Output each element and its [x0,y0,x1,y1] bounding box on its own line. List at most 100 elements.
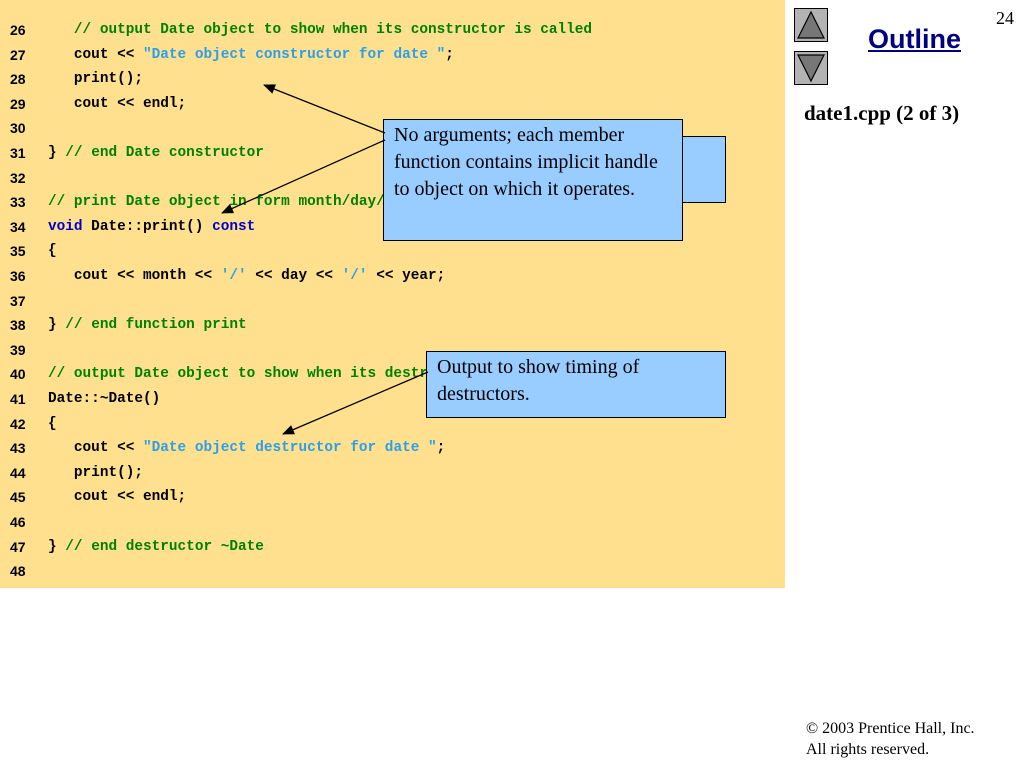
callout-destructor-text: Output to show timing of destructors. [437,356,640,405]
code-token-plain: cout << [48,440,143,457]
code-token-keyword: const [212,218,256,235]
code-panel: 26 // output Date object to show when it… [0,0,785,588]
code-token-plain: cout << endl; [48,95,187,112]
next-slide-button[interactable] [794,51,828,85]
line-number: 29 [10,95,26,112]
callout-member-function-text: No arguments; each member function conta… [394,124,658,200]
line-number: 36 [10,268,26,284]
line-number: 26 [10,22,26,38]
code-token-plain: print(); [48,464,143,481]
code-token-string: "Date object destructor for date " [143,440,437,457]
file-label: date1.cpp (2 of 3) [804,101,960,125]
copyright-line-2: All rights reserved. [806,741,930,758]
line-number: 45 [10,489,26,506]
line-number: 39 [10,341,26,358]
copyright-line-1: © 2003 Prentice Hall, Inc. [806,718,975,739]
code-text: print(); [48,461,143,486]
code-token-plain: { [48,415,57,432]
line-number: 46 [10,514,26,530]
code-token-plain: } [48,538,66,555]
line-number: 41 [10,391,26,407]
code-text: // output Date object to show when its c… [48,18,592,43]
line-number: 38 [10,317,26,334]
code-text: { [48,412,57,437]
code-token-string: "Date object constructor for date " [143,46,446,63]
code-token-keyword: void [48,218,83,235]
line-number: 37 [10,292,26,309]
code-token-plain: Date::~Date() [48,391,161,407]
code-token-comment: // print Date object in form month/day/y… [48,194,420,211]
code-line: 38} // end function print [0,313,785,338]
code-line: 48 [0,559,785,584]
page-number: 24 [996,8,1014,28]
code-text: Date::~Date() [48,387,160,412]
line-number: 31 [10,145,26,161]
code-text: } // end destructor ~Date [48,535,264,560]
copyright-notice: © 2003 Prentice Hall, Inc. All rights re… [806,718,975,760]
code-token-plain: cout << [48,46,143,63]
code-line: 42 { [0,412,785,437]
code-line: 47 } // end destructor ~Date [0,535,785,560]
outline-link[interactable]: Outline [868,24,961,54]
code-token-plain: << year; [367,268,446,284]
callout-destructor: Output to show timing of destructors. [426,351,726,418]
line-number: 30 [10,120,26,137]
code-token-plain: ; [445,46,454,63]
triangle-up-icon [797,10,825,39]
code-token-plain: { [48,243,57,260]
code-token-plain: } [48,317,66,334]
line-number: 40 [10,366,26,383]
callout-member-function: No arguments; each member function conta… [383,119,683,241]
code-text: } // end Date constructor [48,141,264,166]
code-token-plain: cout << endl; [48,489,187,506]
code-line: 44 print(); [0,461,785,486]
triangle-down-icon [797,54,825,83]
code-line: 37 [0,289,785,314]
code-line: 39 [0,338,785,363]
line-number: 44 [10,464,26,481]
code-token-plain: ; [436,440,446,457]
copyright-symbol: © [806,720,819,737]
code-text: cout << endl; [48,485,186,510]
code-line: 34 void Date::print() const [0,215,785,240]
previous-slide-button[interactable] [794,8,828,42]
code-token-plain: cout << month << [48,268,221,284]
code-token-string: '/' [220,268,247,284]
code-token-plain: << day << [246,268,342,284]
code-text: print(); [48,67,143,92]
line-number: 27 [10,46,26,63]
code-text: cout << month << '/' << day << '/' << ye… [48,264,445,289]
code-line: 41 Date::~Date() [0,387,785,412]
line-number: 34 [10,218,26,235]
code-token-comment: // output Date object to show when its c… [73,22,593,38]
code-line: 30 [0,116,785,141]
line-number: 48 [10,563,26,580]
code-line: 46 [0,510,785,535]
code-text: void Date::print() const [48,215,255,240]
code-line: 43 cout << "Date object destructor for d… [0,436,785,461]
code-token-comment: // end Date constructor [65,145,264,161]
code-text: cout << "Date object constructor for dat… [48,43,454,68]
code-token-plain: } [48,145,66,161]
line-number: 47 [10,538,26,555]
code-line: 29 cout << endl; [0,92,785,117]
copyright-text: 2003 Prentice Hall, Inc. [818,720,975,737]
line-number: 43 [10,440,26,457]
code-token-plain: print(); [48,71,143,88]
code-token-plain: Date::print() [82,218,213,235]
code-token-string: '/' [341,268,368,284]
code-line: 32 [0,166,785,191]
line-number: 42 [10,415,26,432]
code-text: } // end function print [48,313,247,338]
code-text: cout << "Date object destructor for date… [48,436,445,461]
code-line: 26 // output Date object to show when it… [0,18,785,43]
code-token-plain [48,22,74,38]
line-number: 35 [10,243,26,260]
code-text: cout << endl; [48,92,186,117]
code-line: 27 cout << "Date object constructor for … [0,43,785,68]
code-token-comment: // end function print [65,317,247,334]
code-line: 36 cout << month << '/' << day << '/' <<… [0,264,785,289]
code-text: { [48,239,57,264]
code-line: 28 print(); [0,67,785,92]
code-text: // print Date object in form month/day/y… [48,190,419,215]
